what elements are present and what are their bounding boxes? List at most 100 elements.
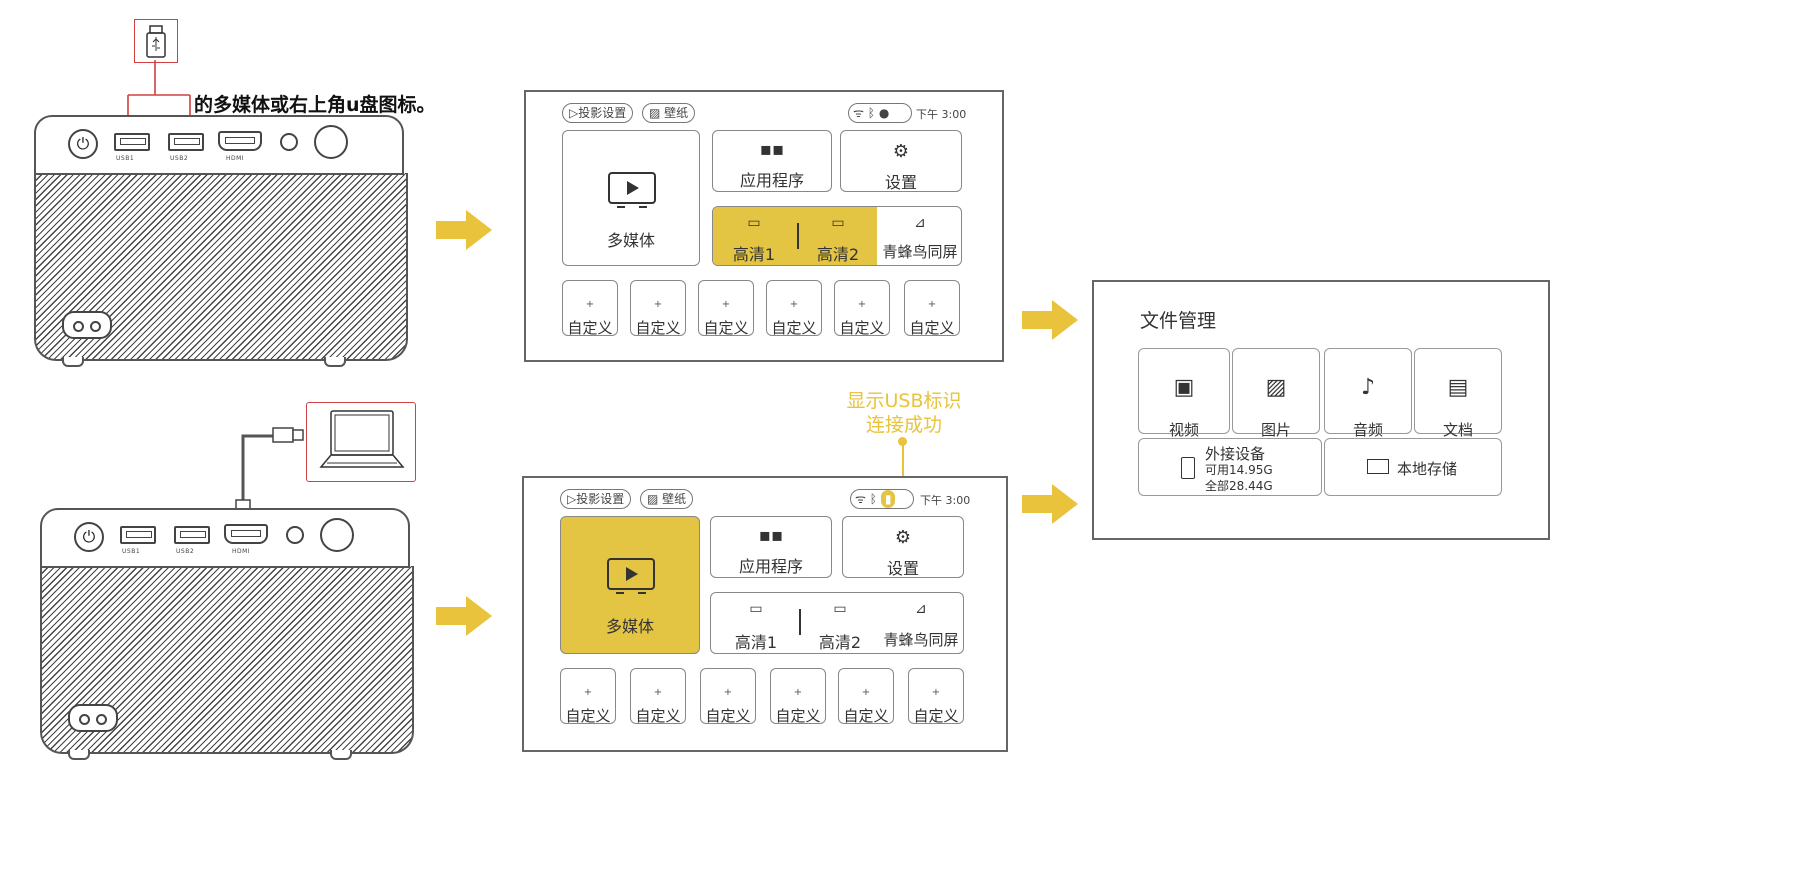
image-tile[interactable]: ▨ 图片 [1232,348,1320,439]
external-total: 全部28.44G [1205,479,1273,493]
hdmi2-button[interactable]: ▭ 高清2 [799,593,881,655]
image-icon: ▨ [649,106,661,120]
apps-tile[interactable]: ▪▪ 应用程序 [712,130,832,192]
media-player-icon [607,558,655,594]
usb2-port [168,133,204,151]
arrow-right-2 [436,596,492,636]
power-icon: ⏻ [68,129,98,159]
document-label: 文档 [1442,421,1473,439]
callout-line1: 显示USB标识 [846,390,962,412]
usb-drive-icon [1181,457,1195,479]
settings-tile[interactable]: ⚙ 设置 [842,516,964,578]
local-storage-tile[interactable]: 本地存储 [1324,438,1502,496]
apps-grid-icon: ▪▪ [759,139,785,160]
sensor-lens [320,518,354,552]
custom-tile-3[interactable]: +自定义 [698,280,754,337]
hdmi-icon: ▭ [747,215,761,231]
monitor-icon [1367,459,1389,474]
usb-connector-lines [127,60,191,132]
image-label: 图片 [1260,421,1291,439]
hdmi-icon: ▭ [831,215,845,231]
usb1-label: USB1 [116,155,135,162]
source-divider [797,223,799,249]
external-device-tile[interactable]: 外接设备 可用14.95G 全部28.44G [1138,438,1322,496]
arrow-right-4 [1022,484,1078,524]
bluetooth-icon: ᛒ [867,106,875,120]
source-bar: ▭ 高清1 ▭ 高清2 ⊿ 青蜂鸟同屏 [712,206,962,266]
hdmi-highlight [713,207,877,265]
source-bar: ▭ 高清1 ▭ 高清2 ⊿ 青蜂鸟同屏 [710,592,964,654]
audio-label: 音频 [1352,421,1383,439]
custom-tile-4[interactable]: +自定义 [766,280,822,337]
hdmi1-label: 高清1 [734,633,778,652]
hdmi-port [224,524,268,544]
laptop-icon [319,410,405,468]
power-icon: ⏻ [74,522,104,552]
hdmi2-label: 高清2 [818,633,862,652]
usb-stick-icon [146,25,166,58]
callout-dot [898,437,907,446]
custom-tile-1[interactable]: +自定义 [560,668,616,725]
screencast-button[interactable]: ⊿ 青蜂鸟同屏 [877,593,965,655]
usb1-label: USB1 [122,548,141,555]
hdmi1-label: 高清1 [732,245,776,264]
settings-label: 设置 [886,559,919,578]
media-label: 多媒体 [605,617,654,636]
custom-tile-2[interactable]: +自定义 [630,280,686,337]
music-note-icon: ♪ [1360,375,1376,400]
screencast-label: 青蜂鸟同屏 [883,631,959,649]
settings-tile[interactable]: ⚙ 设置 [840,130,962,192]
hdmi1-button[interactable]: ▭ 高清1 [715,593,797,655]
custom-tile-5[interactable]: +自定义 [838,668,894,725]
hdmi2-button[interactable]: ▭ 高清2 [797,207,879,265]
hdmi-icon: ▭ [749,601,763,617]
usb-stick-box [134,19,178,63]
video-tile[interactable]: ▣ 视频 [1138,348,1230,439]
custom-tile-4[interactable]: +自定义 [770,668,826,725]
custom-tile-6[interactable]: +自定义 [904,280,960,337]
apps-label: 应用程序 [739,171,804,190]
cast-icon: ⊿ [914,215,926,231]
play-icon: ▷ [569,106,579,120]
audio-tile[interactable]: ♪ 音频 [1324,348,1412,439]
hdmi1-button[interactable]: ▭ 高清1 [713,207,795,265]
callout-line2: 连接成功 [865,414,942,436]
usb1-port [114,133,150,151]
apps-tile[interactable]: ▪▪ 应用程序 [710,516,832,578]
wallpaper-pill[interactable]: ▨ 壁纸 [640,489,694,509]
custom-tile-3[interactable]: +自定义 [700,668,756,725]
usb2-label: USB2 [170,155,189,162]
film-icon: ▣ [1173,375,1195,400]
projection-settings-pill[interactable]: ▷投影设置 [562,103,634,123]
laptop-box [306,402,416,482]
clock: 下午 3:00 [920,494,971,507]
media-label: 多媒体 [606,231,655,250]
hdmi-icon: ▭ [833,601,847,617]
hdmi2-label: 高清2 [816,245,860,264]
projection-settings-pill[interactable]: ▷投影设置 [560,489,632,509]
media-player-icon [608,172,656,208]
file-manager-title: 文件管理 [1140,310,1217,332]
hdmi-port [218,131,262,151]
document-tile[interactable]: ▤ 文档 [1414,348,1502,439]
document-icon: ▤ [1447,375,1469,400]
custom-tile-1[interactable]: +自定义 [562,280,618,337]
sensor-lens [314,125,348,159]
custom-tile-6[interactable]: +自定义 [908,668,964,725]
callout-leader [902,444,904,488]
custom-tile-2[interactable]: +自定义 [630,668,686,725]
apps-grid-icon: ▪▪ [758,525,784,546]
arrow-right-1 [436,210,492,250]
usb2-label: USB2 [176,548,195,555]
media-tile[interactable]: 多媒体 [562,130,700,266]
audio-jack [280,133,298,151]
usb1-port [120,526,156,544]
external-available: 可用14.95G [1205,463,1273,477]
source-divider [799,609,801,635]
cast-icon: ⊿ [915,601,927,617]
custom-tile-5[interactable]: +自定义 [834,280,890,337]
wallpaper-pill[interactable]: ▨ 壁纸 [642,103,696,123]
hdmi-label: HDMI [232,548,251,555]
screencast-button[interactable]: ⊿ 青蜂鸟同屏 [877,207,961,265]
media-tile-selected[interactable]: 多媒体 [560,516,700,654]
